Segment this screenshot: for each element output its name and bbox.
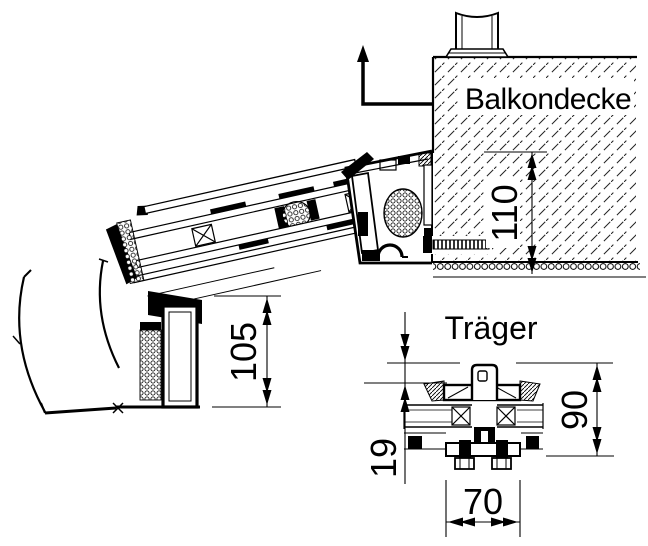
clip-left: [408, 436, 422, 449]
swing-arcs: [12, 258, 120, 413]
slab-plaster-strip: [433, 263, 640, 276]
dim-105: 105: [212, 295, 281, 408]
dim-arrow-up: [400, 385, 410, 412]
frame-seal-top: [398, 156, 410, 164]
insulation-cap: [140, 322, 161, 330]
gasket-block: [278, 186, 315, 199]
open-position-line: [44, 406, 117, 415]
bolt-head-right: [491, 457, 512, 470]
beam-stem: [470, 363, 499, 400]
bolt-shaft-left: [459, 440, 471, 458]
traeger-profile: [403, 363, 544, 470]
anchor-bolt: [432, 239, 490, 250]
gasket-block: [326, 218, 357, 231]
dim-70: 70: [445, 480, 521, 537]
sash-end-insulation: [116, 219, 145, 285]
dim-arrow-up: [592, 365, 602, 392]
gutter-channel: [361, 58, 432, 106]
arc-start-tick: [98, 258, 109, 263]
inner-sheet: [132, 221, 379, 284]
glazing-spacer-left: [451, 406, 471, 426]
railing-post: [444, 11, 510, 58]
dim-value-90: 90: [554, 390, 595, 430]
dim-value-110: 110: [484, 184, 525, 241]
sash-frame-line: [194, 270, 322, 300]
frame-small-chamber: [379, 159, 397, 171]
flange-detail: [447, 386, 469, 399]
column-insulation: [139, 329, 162, 401]
slab-label: Balkondecke: [465, 83, 631, 116]
up-arrow-icon: [357, 45, 369, 62]
post-tube: [455, 11, 499, 52]
dim-arrow-up: [262, 298, 272, 325]
seal-wing-right: [519, 380, 541, 402]
connector-slot: [481, 431, 488, 442]
dim-arrow-down: [400, 334, 410, 361]
insulation-core: [383, 188, 423, 238]
swing-arc-inner: [98, 260, 120, 369]
bolt-shaft-right: [496, 440, 508, 458]
dim-text-box: [486, 178, 520, 248]
sill-profile: [40, 291, 202, 415]
arc-start-tick: [23, 269, 32, 278]
junction-x-mark: [112, 402, 124, 414]
clip-right: [526, 436, 539, 449]
balcony-slab: Balkondecke: [431, 55, 646, 278]
seal-wing-left: [423, 380, 445, 402]
anchor-washer: [423, 236, 432, 253]
shim-block: [418, 152, 432, 167]
bottom-plate: [445, 442, 521, 457]
sash-frame-line: [147, 267, 275, 297]
frame-bottom-seal: [362, 250, 380, 261]
gutter-profile: [357, 45, 432, 106]
dim-90: 90: [516, 362, 614, 457]
gasket-block: [238, 238, 269, 250]
beam-label: Träger: [444, 310, 537, 346]
frame-reinforcement: [358, 212, 368, 236]
window-head-frame: [341, 149, 492, 265]
arc-mid-tick: [12, 335, 21, 345]
dim-arrow-down: [592, 427, 602, 454]
gasket-block: [210, 201, 247, 215]
dim-19: 19: [363, 312, 460, 484]
slab-label-box: [460, 78, 634, 115]
dim-110: 110: [484, 151, 547, 274]
swing-arc-outer: [18, 276, 46, 413]
glazing-spacer-left: [191, 223, 216, 248]
flange-detail: [495, 386, 517, 399]
stem-hole: [477, 370, 488, 382]
frame-column-inner: [168, 311, 192, 402]
dim-value-105: 105: [223, 322, 264, 382]
frame-wall-chamber: [423, 164, 433, 226]
glass-pane-inner: [134, 206, 380, 269]
bolt-head-left: [454, 457, 475, 470]
dim-value-70: 70: [463, 481, 503, 522]
head-frame-inner-line: [354, 158, 429, 174]
glazing-spacer-right: [496, 406, 516, 426]
sash-assembly: [105, 158, 380, 300]
frame-column: [161, 304, 199, 409]
frame-seal-side: [424, 228, 433, 240]
dim-value-19: 19: [363, 438, 404, 478]
